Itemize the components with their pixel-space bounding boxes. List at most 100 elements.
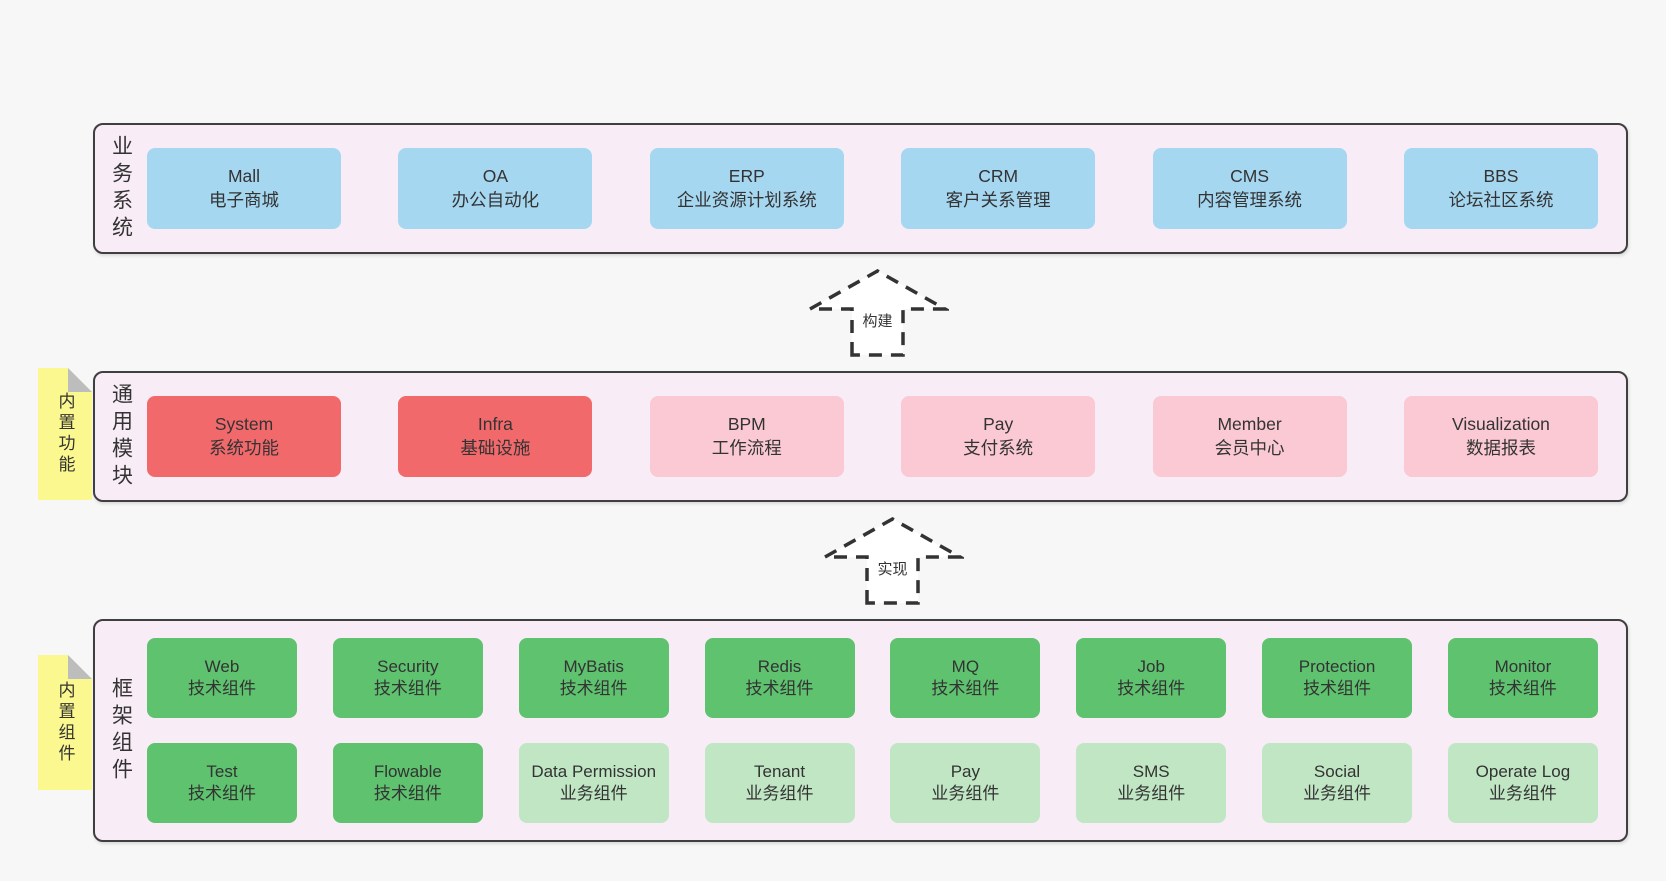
box-title: Tenant bbox=[754, 761, 806, 781]
box-subtitle: 数据报表 bbox=[1465, 437, 1536, 458]
box-data-permission: Data Permission 业务组件 bbox=[518, 743, 669, 823]
components-row-1: Web 技术组件 Security 技术组件 MyBatis 技术组件 Redis 技术… bbox=[147, 638, 1598, 718]
box-subtitle: 技术组件 bbox=[1488, 679, 1557, 698]
box-subtitle: 论坛社区系统 bbox=[1448, 189, 1554, 210]
band-framework-components: 框架组件 Web 技术组件 Security 技术组件 MyBatis 技术组件 Re… bbox=[93, 619, 1628, 842]
box-subtitle: 技术组件 bbox=[745, 679, 814, 698]
box-subtitle: 企业资源计划系统 bbox=[676, 189, 817, 210]
business-box-row: Mall 电子商城 OA 办公自动化 ERP 企业资源计划系统 CRM 客户关系管理 C… bbox=[147, 125, 1626, 252]
box-title: Monitor bbox=[1494, 656, 1552, 676]
box-title: Protection bbox=[1298, 656, 1376, 676]
box-title: Data Permission bbox=[531, 761, 657, 781]
band-label-text: 业务系统 bbox=[109, 134, 133, 243]
box-subtitle: 技术组件 bbox=[559, 679, 628, 698]
box-title: Pay bbox=[983, 413, 1014, 434]
box-subtitle: 业务组件 bbox=[1488, 784, 1557, 803]
box-title: CMS bbox=[1230, 165, 1269, 186]
box-operate-log: Operate Log 业务组件 bbox=[1447, 743, 1598, 823]
box-subtitle: 支付系统 bbox=[963, 437, 1034, 458]
box-title: Mall bbox=[227, 165, 261, 186]
band-components-vertical-label: 框架组件 bbox=[95, 621, 147, 840]
box-title: Member bbox=[1217, 413, 1282, 434]
box-subtitle: 技术组件 bbox=[188, 679, 256, 698]
box-subtitle: 基础设施 bbox=[460, 437, 531, 458]
box-title: Job bbox=[1137, 656, 1165, 676]
box-title: CRM bbox=[978, 165, 1019, 186]
box-title: Web bbox=[204, 656, 240, 676]
box-security: Security 技术组件 bbox=[332, 638, 483, 718]
box-title: SMS bbox=[1132, 761, 1170, 781]
arrow-build-label: 构建 bbox=[859, 310, 896, 331]
box-cms: CMS 内容管理系统 bbox=[1152, 148, 1347, 229]
box-subtitle: 办公自动化 bbox=[451, 189, 540, 210]
box-subtitle: 业务组件 bbox=[745, 784, 814, 803]
box-pay-component: Pay 业务组件 bbox=[890, 743, 1041, 823]
box-subtitle: 业务组件 bbox=[1117, 784, 1186, 803]
box-subtitle: 技术组件 bbox=[1303, 679, 1372, 698]
box-bbs: BBS 论坛社区系统 bbox=[1403, 148, 1598, 229]
box-job: Job 技术组件 bbox=[1076, 638, 1227, 718]
box-protection: Protection 技术组件 bbox=[1262, 638, 1413, 718]
band-business-vertical-label: 业务系统 bbox=[95, 125, 147, 252]
box-title: Operate Log bbox=[1475, 761, 1571, 781]
box-erp: ERP 企业资源计划系统 bbox=[649, 148, 844, 229]
box-title: Security bbox=[377, 656, 439, 676]
box-subtitle: 电子商城 bbox=[209, 189, 279, 210]
box-title: BPM bbox=[727, 413, 766, 434]
modules-box-row: System 系统功能 Infra 基础设施 BPM 工作流程 Pay 支付系统 Mem… bbox=[147, 373, 1626, 500]
arrow-build: 构建 bbox=[806, 267, 949, 359]
box-subtitle: 客户关系管理 bbox=[945, 189, 1051, 210]
box-title: System bbox=[214, 413, 274, 434]
band-business-systems: 业务系统 Mall 电子商城 OA 办公自动化 ERP 企业资源计划系统 CRM 客户关… bbox=[93, 123, 1628, 254]
box-sms: SMS 业务组件 bbox=[1076, 743, 1227, 823]
box-subtitle: 会员中心 bbox=[1214, 437, 1285, 458]
box-subtitle: 技术组件 bbox=[373, 784, 442, 803]
box-subtitle: 内容管理系统 bbox=[1197, 189, 1303, 210]
arrow-implement-label: 实现 bbox=[874, 558, 911, 579]
box-mall: Mall 电子商城 bbox=[147, 148, 341, 229]
sticky-note-builtin-components: 内置组件 bbox=[38, 655, 92, 790]
box-title: OA bbox=[482, 165, 509, 186]
box-subtitle: 业务组件 bbox=[559, 784, 628, 803]
box-subtitle: 业务组件 bbox=[931, 784, 1000, 803]
box-title: ERP bbox=[728, 165, 765, 186]
sticky-label-text: 内置功能 bbox=[55, 392, 75, 476]
box-title: MQ bbox=[951, 656, 980, 676]
box-mq: MQ 技术组件 bbox=[890, 638, 1041, 718]
box-mybatis: MyBatis 技术组件 bbox=[518, 638, 669, 718]
box-title: Test bbox=[206, 761, 238, 781]
box-title: Infra bbox=[477, 413, 513, 434]
box-member: Member 会员中心 bbox=[1152, 396, 1347, 477]
box-tenant: Tenant 业务组件 bbox=[704, 743, 855, 823]
box-title: Visualization bbox=[1451, 413, 1550, 434]
sticky-note-builtin-features: 内置功能 bbox=[38, 368, 92, 500]
box-web: Web 技术组件 bbox=[147, 638, 297, 718]
box-subtitle: 工作流程 bbox=[711, 437, 782, 458]
box-title: BBS bbox=[1483, 165, 1519, 186]
sticky-label-wrap: 内置组件 bbox=[38, 655, 92, 790]
box-subtitle: 技术组件 bbox=[1117, 679, 1186, 698]
box-visualization: Visualization 数据报表 bbox=[1403, 396, 1598, 477]
box-subtitle: 技术组件 bbox=[931, 679, 1000, 698]
box-title: Pay bbox=[950, 761, 981, 781]
box-title: MyBatis bbox=[563, 656, 624, 676]
band-modules-vertical-label: 通用模块 bbox=[95, 373, 147, 500]
sticky-label-wrap: 内置功能 bbox=[38, 368, 92, 500]
band-label-text: 框架组件 bbox=[109, 676, 133, 785]
box-title: Redis bbox=[757, 656, 802, 676]
box-infra: Infra 基础设施 bbox=[398, 396, 593, 477]
components-rows: Web 技术组件 Security 技术组件 MyBatis 技术组件 Redis 技术… bbox=[147, 621, 1626, 840]
box-subtitle: 技术组件 bbox=[373, 679, 442, 698]
box-redis: Redis 技术组件 bbox=[704, 638, 855, 718]
box-test: Test 技术组件 bbox=[147, 743, 297, 823]
box-subtitle: 系统功能 bbox=[209, 437, 279, 458]
band-common-modules: 通用模块 System 系统功能 Infra 基础设施 BPM 工作流程 Pay 支付系… bbox=[93, 371, 1628, 502]
box-oa: OA 办公自动化 bbox=[398, 148, 593, 229]
box-bpm: BPM 工作流程 bbox=[649, 396, 844, 477]
box-pay-module: Pay 支付系统 bbox=[901, 396, 1096, 477]
box-crm: CRM 客户关系管理 bbox=[901, 148, 1096, 229]
box-subtitle: 技术组件 bbox=[188, 784, 256, 803]
